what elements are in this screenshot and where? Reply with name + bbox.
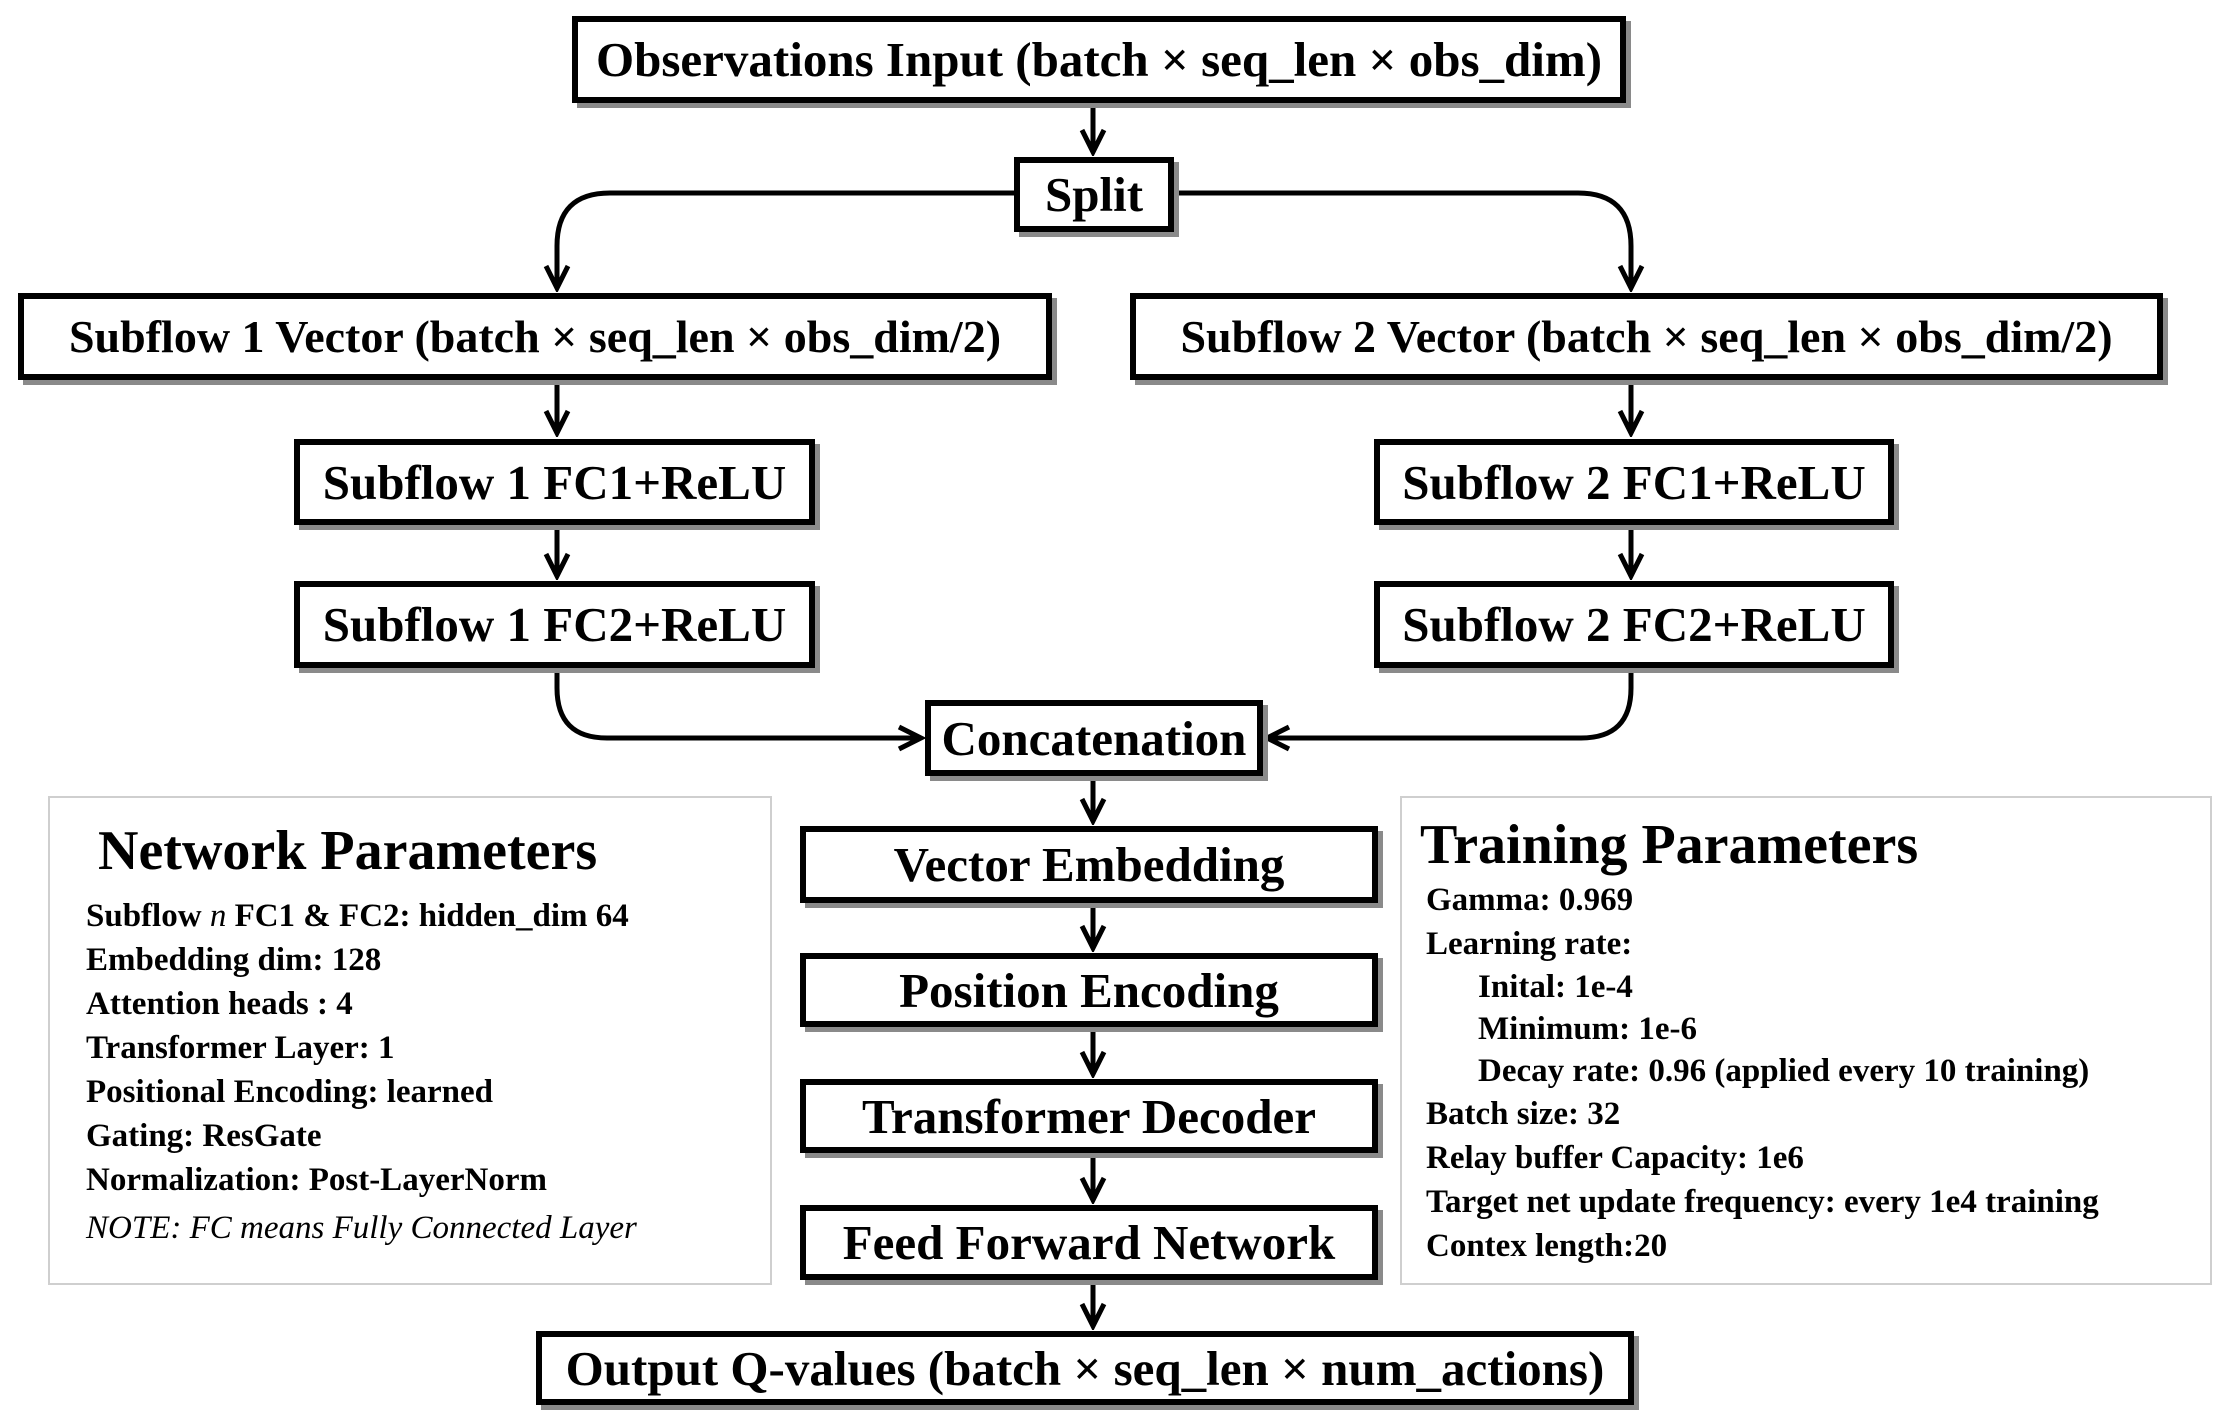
subflow2-fc2-node: Subflow 2 FC2+ReLU	[1374, 581, 1894, 668]
network-param-note: NOTE: FC means Fully Connected Layer	[86, 1210, 637, 1246]
training-param-gamma: Gamma: 0.969	[1426, 882, 1634, 918]
arrow-split-to-subflow2	[1174, 190, 1631, 288]
subflow2-fc2-label: Subflow 2 FC2+ReLU	[1402, 597, 1866, 652]
observations-input-node: Observations Input (batch × seq_len × ob…	[572, 16, 1626, 103]
subflow1-vector-label: Subflow 1 Vector (batch × seq_len × obs_…	[68, 311, 1002, 362]
network-parameters-panel: Network Parameters Subflow n FC1 & FC2: …	[48, 796, 772, 1285]
network-param-line: Embedding dim: 128	[86, 942, 382, 978]
position-encoding-node: Position Encoding	[800, 953, 1378, 1027]
arrow-subflow2-to-concat	[1267, 668, 1634, 738]
subflow1-vector-node: Subflow 1 Vector (batch × seq_len × obs_…	[18, 293, 1052, 380]
subflow2-fc1-label: Subflow 2 FC1+ReLU	[1402, 454, 1866, 510]
split-label: Split	[1044, 167, 1144, 222]
concatenation-node: Concatenation	[925, 700, 1263, 776]
training-param-target-update: Target net update frequency: every 1e4 t…	[1426, 1184, 2099, 1220]
training-param-lr-decay: Decay rate: 0.96 (applied every 10 train…	[1478, 1053, 2090, 1089]
network-parameters-title: Network Parameters	[98, 820, 598, 882]
feed-forward-label: Feed Forward Network	[842, 1215, 1336, 1270]
position-encoding-label: Position Encoding	[899, 962, 1279, 1018]
training-param-context: Contex length:20	[1426, 1228, 1668, 1264]
network-parameters-list: Subflow n FC1 & FC2: hidden_dim 64 Embed…	[86, 894, 637, 1250]
network-param-line: Attention heads : 4	[86, 986, 353, 1022]
training-parameters-list: Gamma: 0.969 Learning rate: Inital: 1e-4…	[1426, 878, 2099, 1268]
subflow1-fc2-label: Subflow 1 FC2+ReLU	[322, 597, 787, 652]
observations-input-label: Observations Input (batch × seq_len × ob…	[595, 32, 1603, 87]
training-parameters-title: Training Parameters	[1420, 814, 1919, 876]
transformer-decoder-label: Transformer Decoder	[862, 1088, 1316, 1144]
transformer-decoder-node: Transformer Decoder	[800, 1079, 1378, 1153]
vector-embedding-node: Vector Embedding	[800, 826, 1378, 903]
subflow2-vector-label: Subflow 2 Vector (batch × seq_len × obs_…	[1180, 311, 2113, 362]
split-node: Split	[1014, 157, 1174, 232]
training-param-batch-size: Batch size: 32	[1426, 1096, 1621, 1132]
output-qvalues-label: Output Q-values (batch × seq_len × num_a…	[565, 1340, 1605, 1396]
subflow1-fc2-node: Subflow 1 FC2+ReLU	[294, 581, 815, 668]
vector-embedding-label: Vector Embedding	[893, 837, 1285, 892]
arrow-split-to-subflow1	[557, 190, 1014, 288]
training-param-lr-label: Learning rate:	[1426, 926, 1633, 962]
network-param-line: Gating: ResGate	[86, 1118, 322, 1154]
training-parameters-panel: Training Parameters Gamma: 0.969 Learnin…	[1400, 796, 2212, 1285]
output-qvalues-node: Output Q-values (batch × seq_len × num_a…	[536, 1331, 1634, 1405]
subflow2-fc1-node: Subflow 2 FC1+ReLU	[1374, 439, 1894, 525]
concatenation-label: Concatenation	[941, 710, 1247, 766]
training-param-buffer: Relay buffer Capacity: 1e6	[1426, 1140, 1804, 1176]
subflow1-fc1-node: Subflow 1 FC1+ReLU	[294, 439, 815, 525]
training-param-lr-minimum: Minimum: 1e-6	[1478, 1011, 1698, 1047]
network-param-hidden-dim: Subflow n FC1 & FC2: hidden_dim 64	[86, 898, 629, 934]
subflow2-vector-node: Subflow 2 Vector (batch × seq_len × obs_…	[1130, 293, 2163, 380]
training-param-lr-initial: Inital: 1e-4	[1478, 969, 1633, 1005]
arrow-subflow1-to-concat	[554, 668, 921, 738]
network-param-line: Transformer Layer: 1	[86, 1030, 395, 1066]
network-param-line: Positional Encoding: learned	[86, 1074, 494, 1110]
feed-forward-node: Feed Forward Network	[800, 1205, 1378, 1280]
subflow1-fc1-label: Subflow 1 FC1+ReLU	[322, 454, 787, 510]
network-param-line: Normalization: Post-LayerNorm	[86, 1162, 547, 1198]
